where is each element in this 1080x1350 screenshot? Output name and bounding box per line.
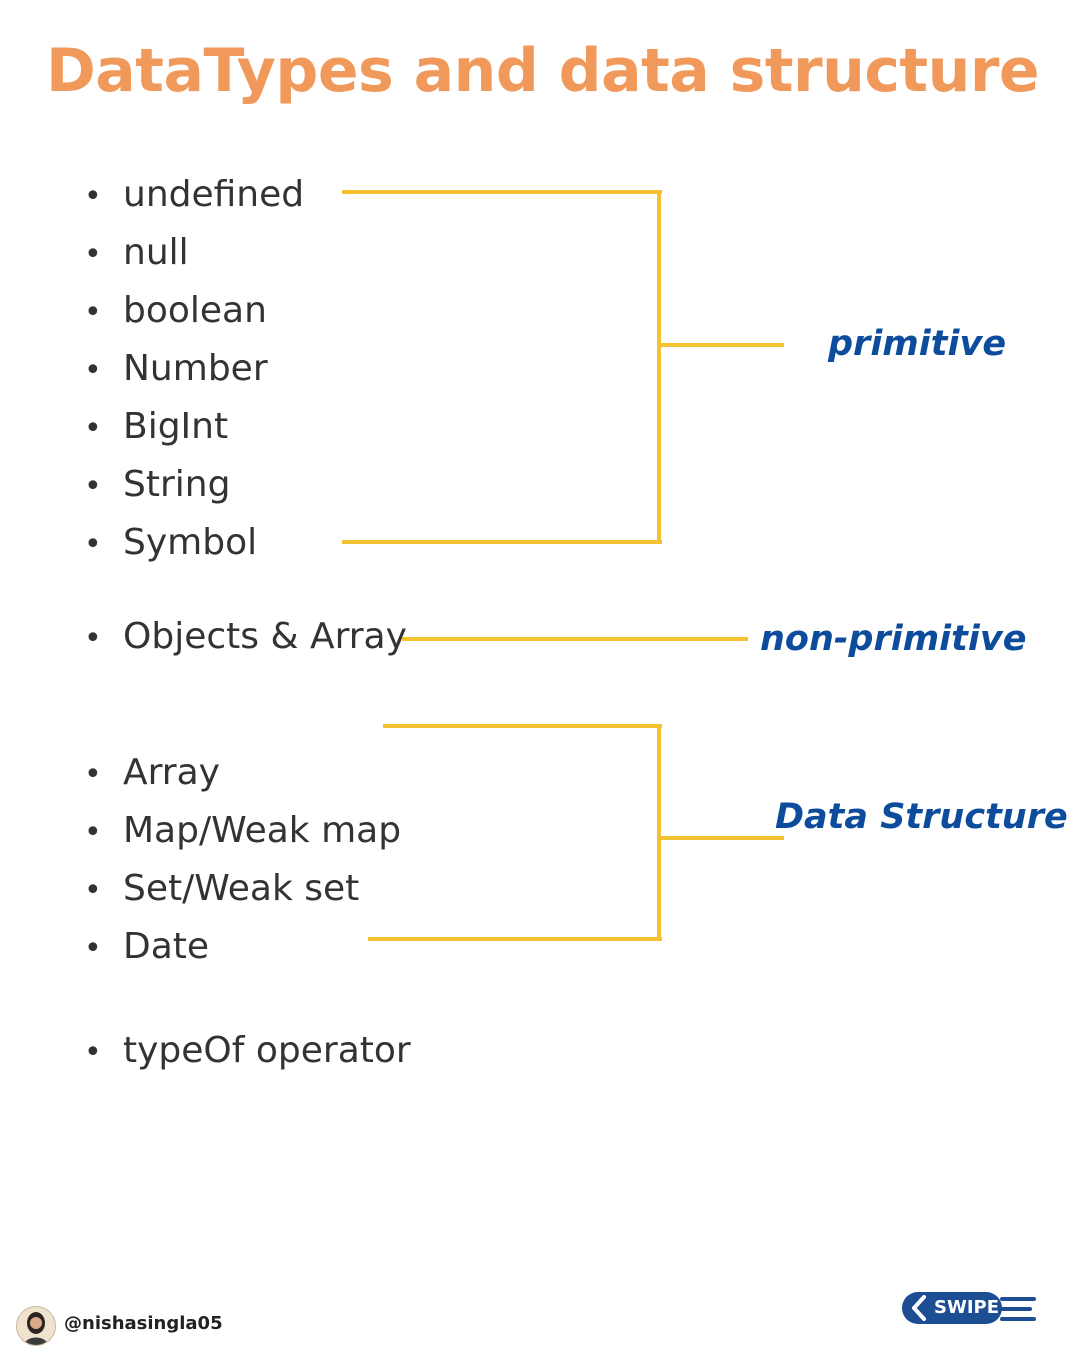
- list-item-string: • String: [84, 460, 230, 510]
- non-primitive-connector: [402, 637, 748, 641]
- speed-lines-icon: [998, 1297, 1036, 1321]
- data-structure-bracket-bottom: [368, 937, 662, 941]
- bullet: •: [84, 757, 102, 792]
- list-item-date: • Date: [84, 922, 209, 972]
- list-item-bigint: • BigInt: [84, 402, 228, 452]
- bullet: •: [84, 621, 102, 656]
- swipe-pill: [902, 1292, 1002, 1324]
- data-structure-bracket-connector: [657, 836, 784, 840]
- non-primitive-label: non-primitive: [760, 619, 1027, 659]
- data-structure-label: Data Structure: [775, 797, 1068, 837]
- item-label: undefined: [123, 174, 305, 215]
- item-label: Symbol: [123, 522, 258, 563]
- data-structure-bracket-top: [383, 724, 662, 728]
- bullet: •: [84, 237, 102, 272]
- bullet: •: [84, 179, 102, 214]
- primitive-bracket-bottom: [342, 540, 662, 544]
- list-item-array: • Array: [84, 748, 220, 798]
- item-label: boolean: [123, 290, 267, 331]
- bullet: •: [84, 469, 102, 504]
- item-label: Date: [123, 926, 210, 967]
- item-label: Map/Weak map: [123, 810, 402, 851]
- item-label: typeOf operator: [123, 1030, 411, 1071]
- profile-avatar-icon: [17, 1307, 55, 1345]
- item-label: String: [123, 464, 231, 505]
- item-label: null: [123, 232, 189, 273]
- list-item-map: • Map/Weak map: [84, 806, 401, 856]
- list-item-objects-array: • Objects & Array: [84, 612, 407, 662]
- list-item-set: • Set/Weak set: [84, 864, 359, 914]
- list-item-typeof: • typeOf operator: [84, 1026, 411, 1076]
- item-label: BigInt: [123, 406, 229, 447]
- item-label: Number: [123, 348, 268, 389]
- bullet: •: [84, 931, 102, 966]
- swipe-button[interactable]: SWIPE: [902, 1292, 1042, 1328]
- item-label: Objects & Array: [123, 616, 407, 657]
- bullet: •: [84, 527, 102, 562]
- bullet: •: [84, 411, 102, 446]
- data-structure-bracket-vertical: [657, 724, 661, 941]
- bullet: •: [84, 353, 102, 388]
- swipe-label: SWIPE: [934, 1297, 1000, 1318]
- page-title: DataTypes and data structure: [46, 36, 1040, 106]
- list-item-symbol: • Symbol: [84, 518, 257, 568]
- primitive-bracket-vertical: [657, 190, 661, 544]
- primitive-bracket-top: [342, 190, 662, 194]
- primitive-bracket-connector: [657, 343, 784, 347]
- bullet: •: [84, 873, 102, 908]
- chevron-left-icon: [912, 1295, 926, 1321]
- bullet: •: [84, 295, 102, 330]
- bullet: •: [84, 1035, 102, 1070]
- primitive-label: primitive: [828, 324, 1007, 364]
- item-label: Set/Weak set: [123, 868, 360, 909]
- list-item-undefined: • undefined: [84, 170, 304, 220]
- avatar[interactable]: [16, 1306, 56, 1346]
- list-item-boolean: • boolean: [84, 286, 267, 336]
- bullet: •: [84, 815, 102, 850]
- item-label: Array: [123, 752, 220, 793]
- list-item-null: • null: [84, 228, 189, 278]
- list-item-number: • Number: [84, 344, 268, 394]
- author-handle[interactable]: @nishasingla05: [64, 1313, 223, 1334]
